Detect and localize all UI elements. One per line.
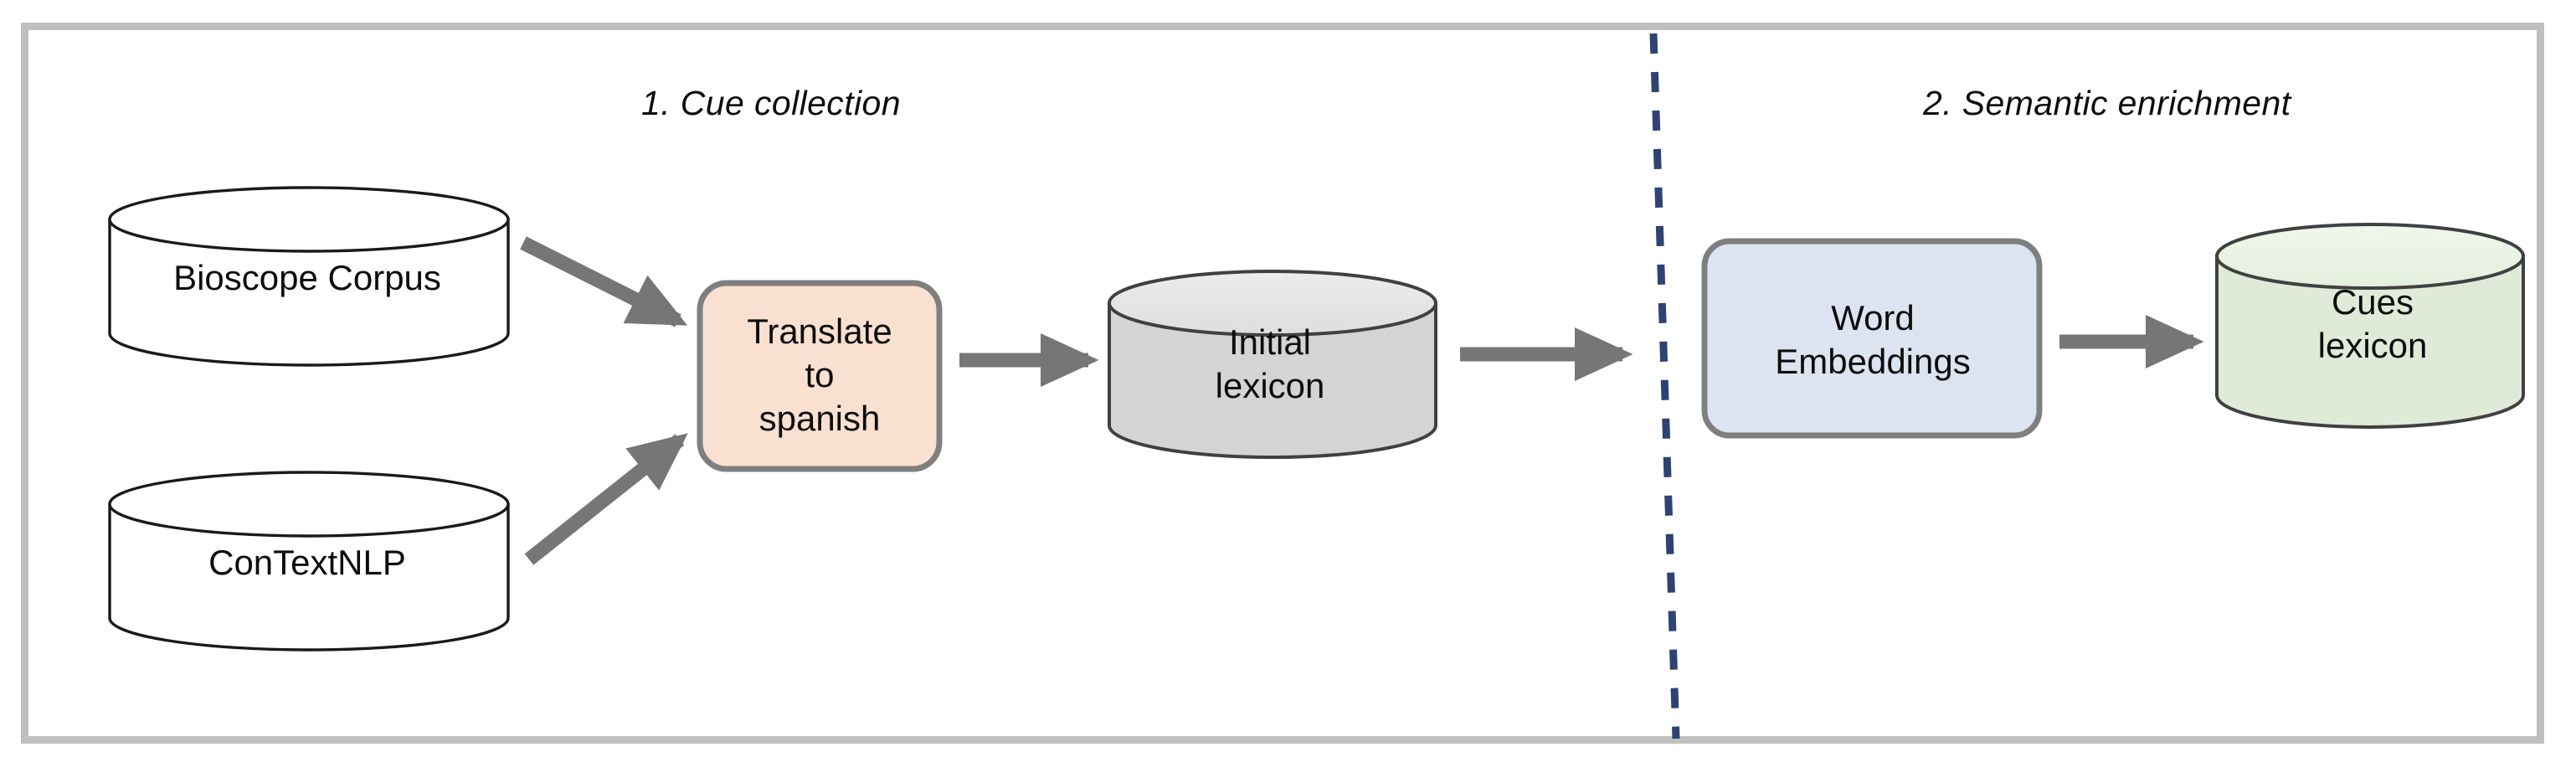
node-label-cues-lexicon: Cues lexicon <box>2317 282 2428 365</box>
rounded-rect <box>1701 238 2043 439</box>
cylinder-body <box>1108 301 1437 459</box>
node-contextnlp[interactable] <box>108 471 510 652</box>
cylinder-top <box>108 471 510 538</box>
phase-label-semantic-enrichment: 2. Semantic enrichment <box>1923 84 2291 122</box>
node-label-translate-to-spanish: Translate to spanish <box>747 312 892 438</box>
cylinder-top <box>108 186 510 253</box>
rounded-rect <box>697 280 943 472</box>
node-bioscope-corpus[interactable] <box>108 186 510 367</box>
node-label-word-embeddings: Word Embeddings <box>1775 298 1971 381</box>
node-word-embeddings[interactable] <box>1701 238 2043 439</box>
phase-label-cue-collection: 1. Cue collection <box>641 84 901 122</box>
cylinder-body <box>108 502 510 652</box>
arrow-bioscope-to-translate <box>520 236 688 327</box>
node-cues-lexicon[interactable] <box>2215 223 2525 429</box>
node-initial-lexicon[interactable] <box>1108 270 1437 459</box>
node-label-contextnlp: ConTextNLP <box>208 543 406 582</box>
phase-divider <box>1649 33 1680 739</box>
cylinder-top <box>1108 270 1437 337</box>
cylinder-body <box>108 218 510 367</box>
arrow-contextnlp-to-translate <box>524 433 688 565</box>
node-label-initial-lexicon: Initial lexicon <box>1215 322 1325 405</box>
node-label-bioscope-corpus: Bioscope Corpus <box>173 258 441 297</box>
node-translate-to-spanish[interactable] <box>697 280 943 472</box>
cylinder-body <box>2215 255 2525 429</box>
cylinder-top <box>2215 223 2525 290</box>
